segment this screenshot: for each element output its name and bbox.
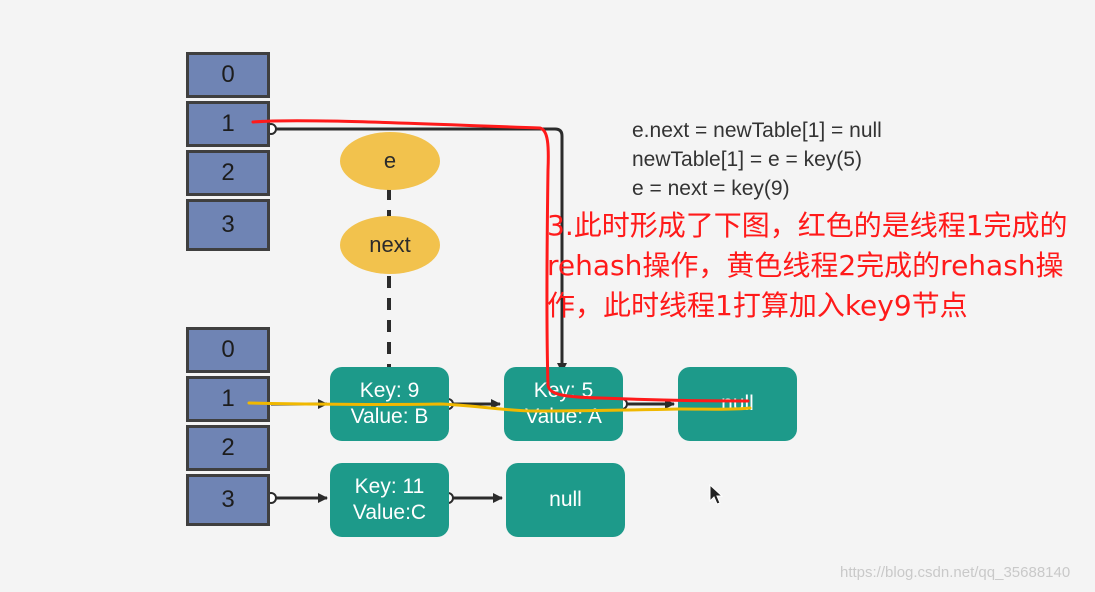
top-row1-to-key5-arrow [276, 127, 567, 373]
bottom-table-cell-3: 3 [186, 474, 270, 526]
pointer-e: e [340, 132, 440, 190]
code-line-3: e = next = key(9) [632, 177, 790, 200]
thread2-yellow-path [247, 401, 752, 413]
node-null-row1: null [678, 367, 797, 441]
pointer-next: next [340, 216, 440, 274]
code-block: e.next = newTable[1] = null newTable[1] … [632, 116, 882, 203]
top-table-cell-3: 3 [186, 199, 270, 251]
bottom-table-cell-1: 1 [186, 376, 270, 422]
code-line-1: e.next = newTable[1] = null [632, 119, 882, 142]
node-key11: Key: 11 Value:C [330, 463, 449, 537]
top-table-cell-1: 1 [186, 101, 270, 147]
annotation-text: 3.此时形成了下图，红色的是线程1完成的rehash操作，黄色线程2完成的reh… [547, 209, 1068, 322]
thread1-red-path [251, 119, 750, 403]
watermark: https://blog.csdn.net/qq_35688140 [840, 564, 1071, 581]
top-table-cell-0: 0 [186, 52, 270, 98]
node-key11-key: Key: 11 [354, 475, 425, 498]
node-key9-key: Key: 9 [359, 379, 420, 402]
node-null-row3: null [506, 463, 625, 537]
node-key11-value: Value:C [352, 501, 427, 524]
top-table-cell-2: 2 [186, 150, 270, 196]
mouse-cursor-icon [709, 484, 724, 505]
node-key9-value: Value: B [350, 405, 429, 428]
bottom-table-cell-2: 2 [186, 425, 270, 471]
code-line-2: newTable[1] = e = key(5) [632, 148, 862, 171]
bottom-table-cell-0: 0 [186, 327, 270, 373]
